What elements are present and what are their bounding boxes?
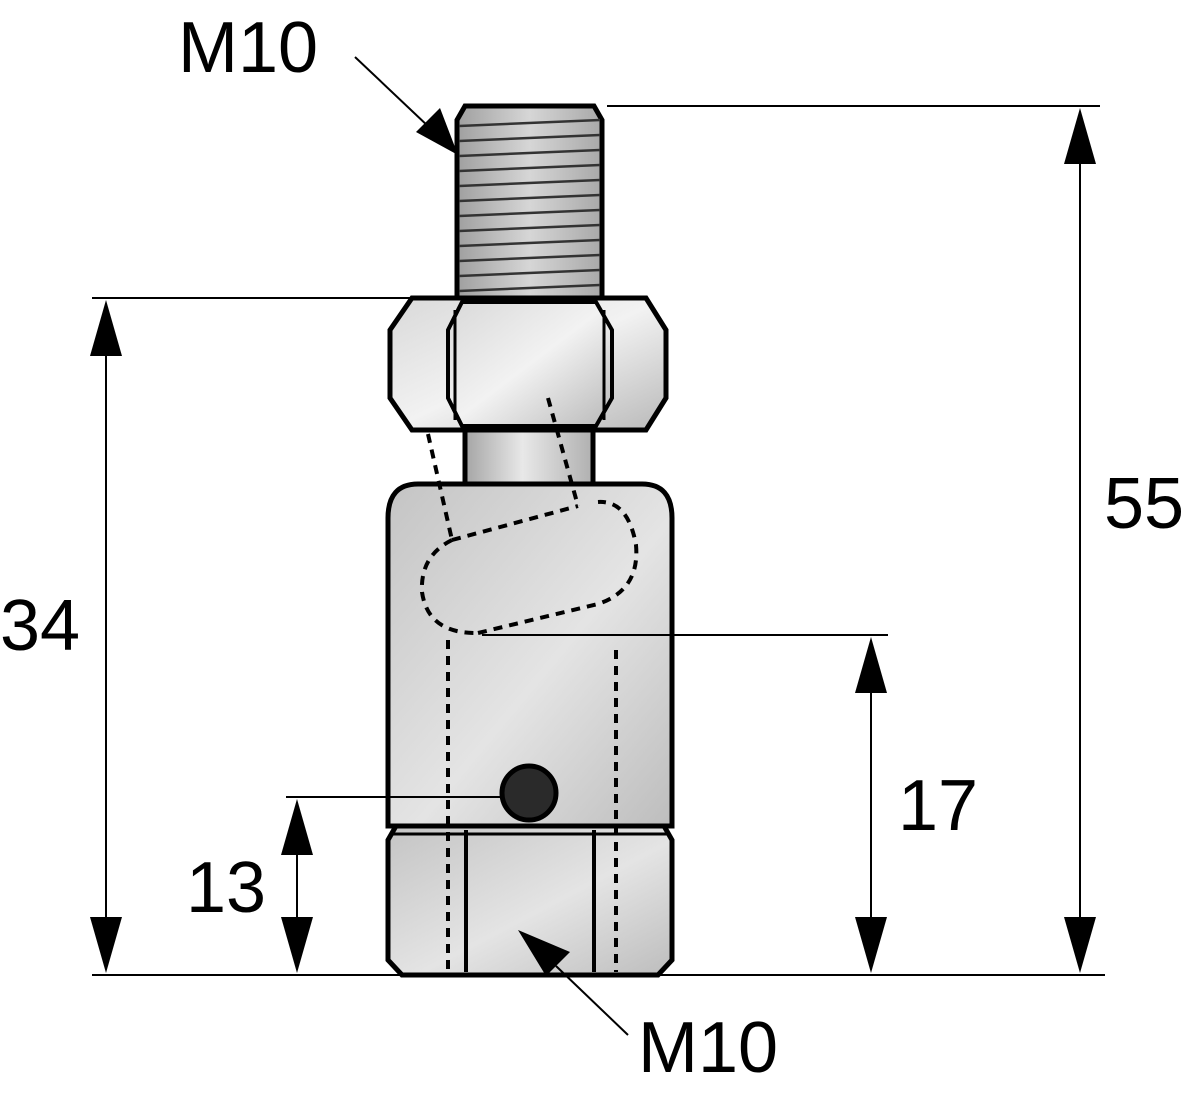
hidden-lines [419,397,639,972]
cross-pin [499,763,559,823]
label-thread-bottom: M10 [638,1008,778,1088]
label-pin-height: 13 [186,848,266,928]
dimension-lines [90,56,1105,1036]
thread-lines [458,118,601,293]
label-overall-height: 55 [1104,464,1184,544]
neck [462,427,596,491]
hex-socket-bottom [385,823,675,978]
hex-nut-top [387,295,669,433]
label-body-height: 34 [0,586,80,666]
label-pivot-height: 17 [898,766,978,846]
swivel-body [385,481,675,829]
label-thread-top: M10 [178,8,318,88]
threaded-stud [454,103,605,301]
